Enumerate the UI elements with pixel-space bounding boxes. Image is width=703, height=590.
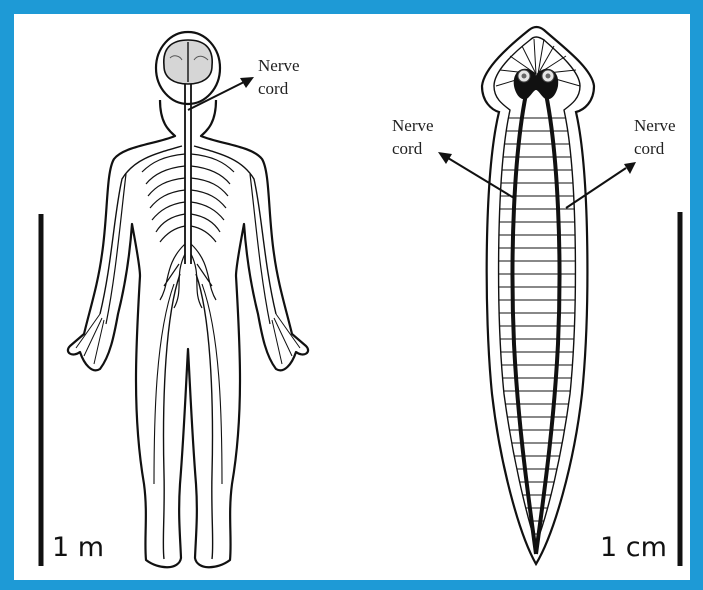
human-nerve-cord-label: Nerve cord <box>258 54 300 100</box>
flatworm-right-nerve-cord-label: Nerve cord <box>634 114 676 160</box>
human-body-outline <box>68 100 308 567</box>
human-rib-nerves <box>142 154 234 242</box>
human-label-line1: Nerve <box>258 54 300 77</box>
flatworm-right-label-line1: Nerve <box>634 114 676 137</box>
human-label-line2: cord <box>258 77 300 100</box>
flatworm-right-label-line2: cord <box>634 137 676 160</box>
flatworm-scale-label: 1 cm <box>600 532 667 563</box>
flatworm-figure <box>482 27 594 564</box>
human-spinal-cord <box>185 84 191 264</box>
flatworm-left-label-line1: Nerve <box>392 114 434 137</box>
human-scale-label: 1 m <box>52 532 104 563</box>
flatworm-left-label-line2: cord <box>392 137 434 160</box>
diagram-panel: Nerve cord Nerve cord Nerve cord 1 m 1 c… <box>14 14 690 580</box>
flatworm-left-nerve-cord-label: Nerve cord <box>392 114 434 160</box>
